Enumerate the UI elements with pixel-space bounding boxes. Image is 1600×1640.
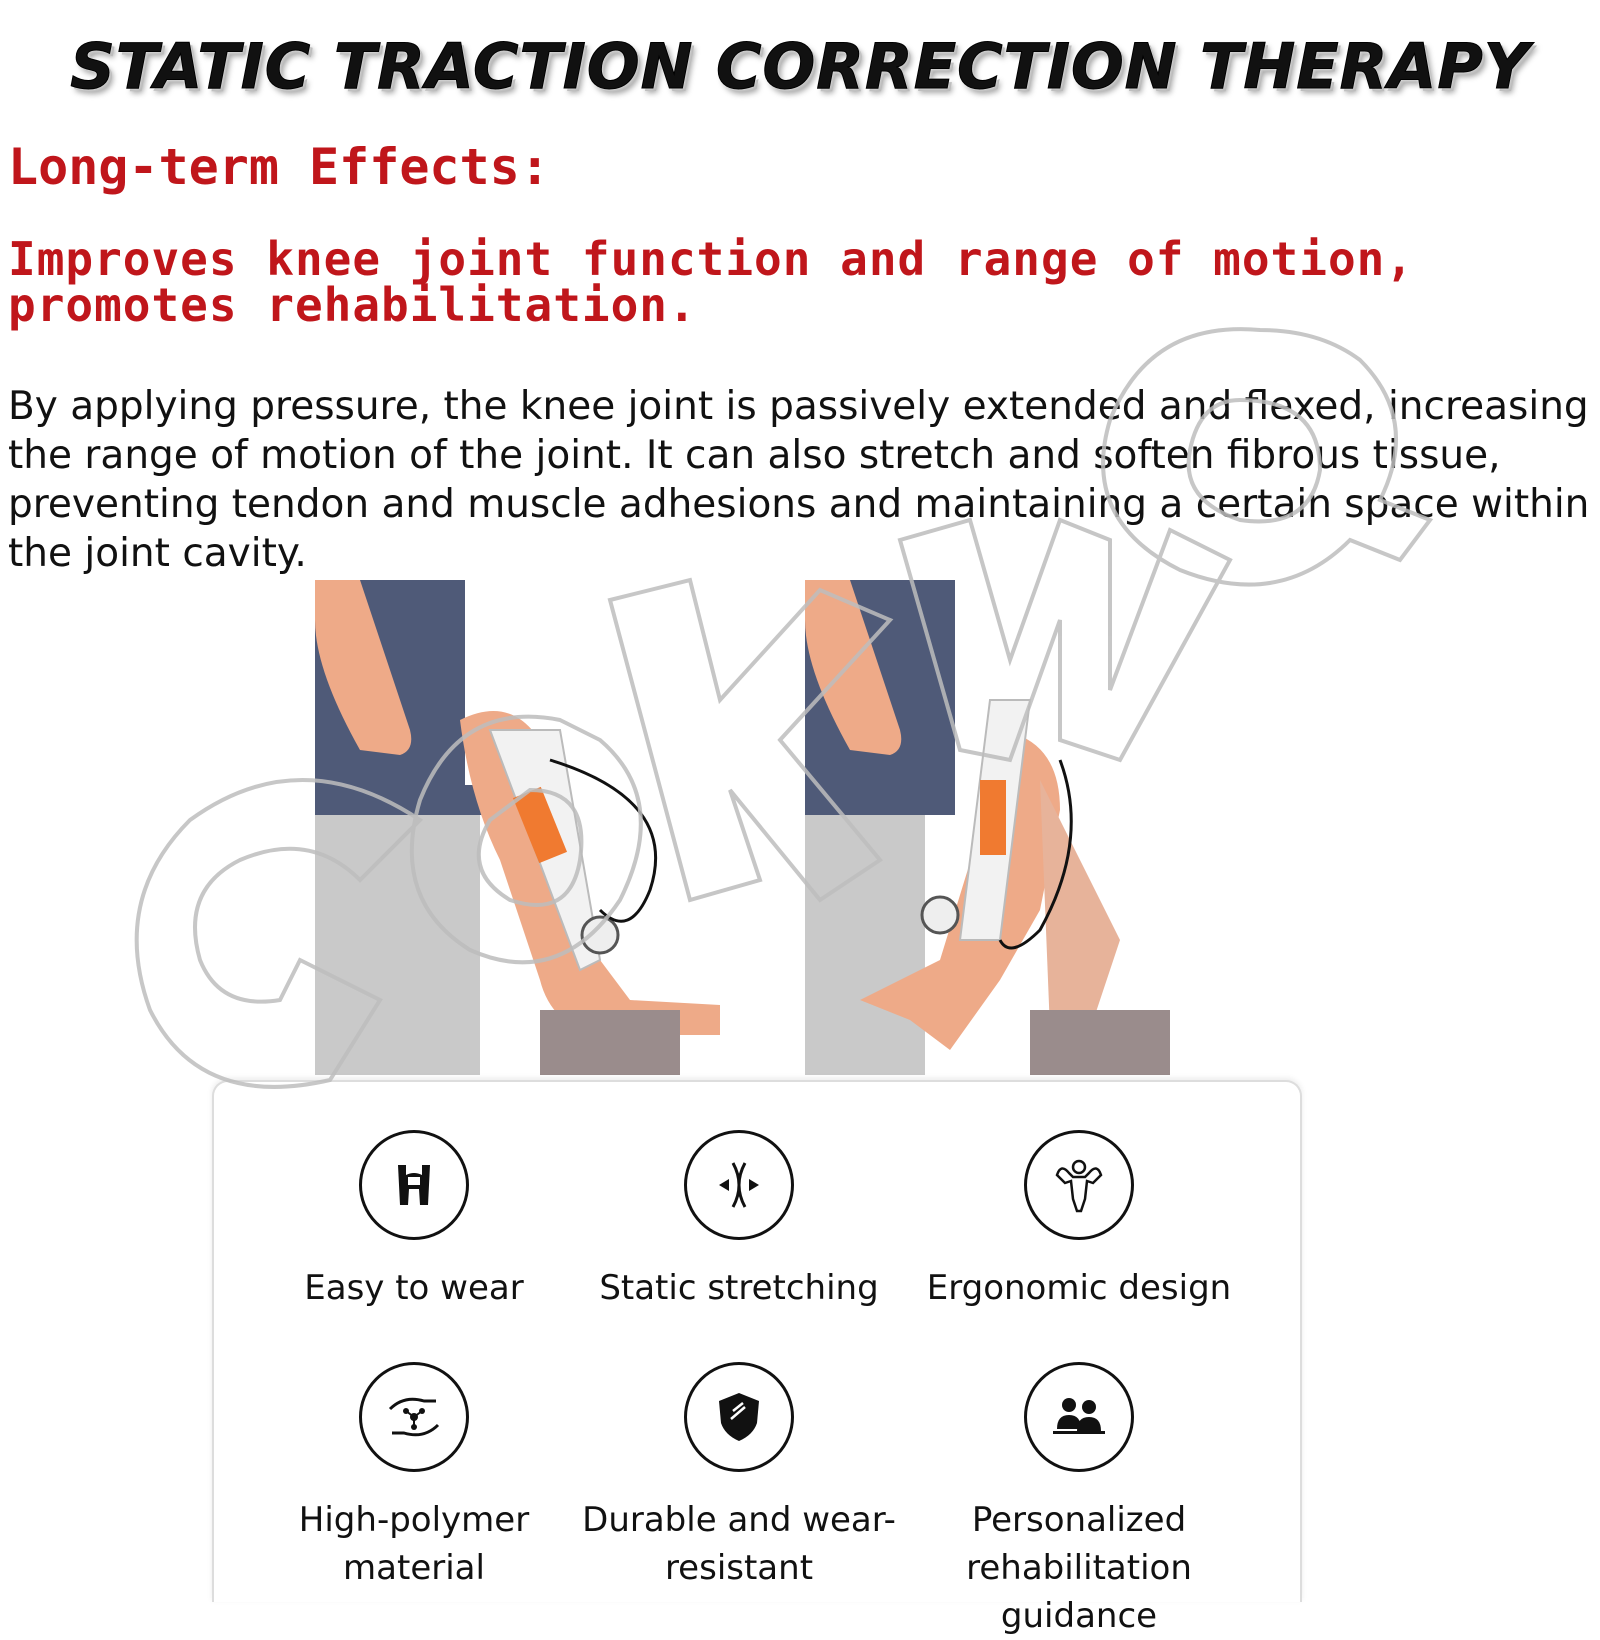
feature-static-stretching: Static stretching	[569, 1130, 909, 1312]
feature-durable-and-wear-resistant: Durable and wear-resistant	[569, 1362, 909, 1592]
left-leg-illustration	[315, 580, 720, 1075]
feature-label: Static stretching	[599, 1268, 879, 1308]
feature-label: Personalized rehabilitation guidance	[966, 1500, 1192, 1636]
right-leg-illustration	[805, 580, 1170, 1075]
feature-easy-to-wear: Easy to wear	[244, 1130, 584, 1312]
stretch-arrows-icon	[684, 1130, 794, 1240]
knee-brace-illustration	[315, 580, 1170, 1075]
page-title: STATIC TRACTION CORRECTION THERAPY	[70, 30, 1530, 104]
feature-label: Durable and wear-resistant	[582, 1500, 896, 1588]
feature-label: High-polymer material	[298, 1500, 530, 1588]
features-panel: Easy to wear Static stretching Ergonomic…	[212, 1080, 1302, 1636]
molecule-hands-icon	[359, 1362, 469, 1472]
feature-ergonomic-design: Ergonomic design	[909, 1130, 1249, 1312]
description-paragraph: By applying pressure, the knee joint is …	[8, 384, 1590, 576]
section-subheading: Improves knee joint function and range o…	[8, 232, 1415, 332]
brace-icon	[359, 1130, 469, 1240]
people-icon	[1024, 1362, 1134, 1472]
feature-personalized-rehabilitation-guidance: Personalized rehabilitation guidance	[909, 1362, 1249, 1640]
section-heading: Long-term Effects:	[8, 138, 550, 196]
feature-high-polymer-material: High-polymer material	[244, 1362, 584, 1592]
muscle-body-icon	[1024, 1130, 1134, 1240]
feature-label: Ergonomic design	[926, 1268, 1232, 1308]
feature-label: Easy to wear	[304, 1268, 524, 1308]
shield-icon	[684, 1362, 794, 1472]
